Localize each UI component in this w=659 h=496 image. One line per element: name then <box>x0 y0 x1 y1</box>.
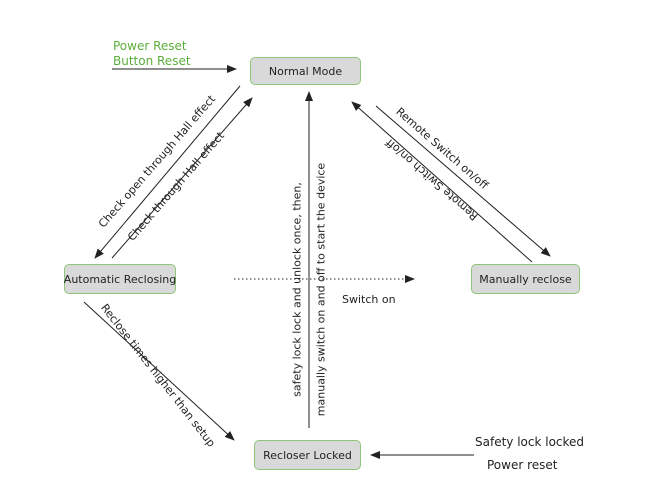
safety-lock-label-line1: safety lock lock and unlock once, then, <box>290 182 304 397</box>
state-automatic-reclosing[interactable]: Automatic Reclosing <box>64 264 176 294</box>
safety-lock-label-line2: manually switch on and off to start the … <box>314 162 328 417</box>
remote-to-manual-arrow <box>375 105 551 257</box>
power-reset-label: Power Reset <box>113 39 187 53</box>
safety-lock-locked-label: Safety lock locked <box>475 435 585 449</box>
switch-on-label: Switch on <box>342 293 396 306</box>
check-open-arrow <box>94 85 241 259</box>
button-reset-label: Button Reset <box>113 54 191 68</box>
state-recloser-locked[interactable]: Recloser Locked <box>254 440 361 470</box>
power-reset-bottom-label: Power reset <box>487 458 558 472</box>
remote-to-normal-arrow <box>351 101 533 263</box>
state-normal-mode[interactable]: Normal Mode <box>250 57 361 85</box>
check-through-arrow <box>111 97 253 259</box>
state-manually-reclose[interactable]: Manually reclose <box>471 264 580 294</box>
reclose-times-arrow <box>83 301 235 441</box>
